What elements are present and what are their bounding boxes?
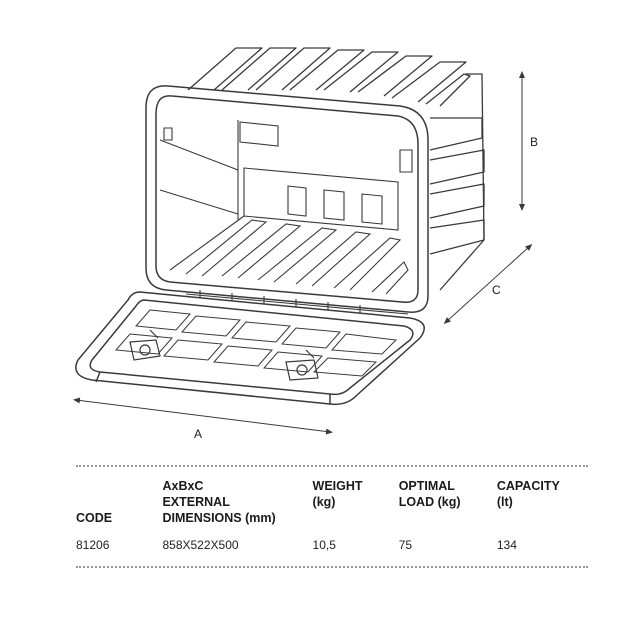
cell-capacity: 134 <box>496 538 517 552</box>
cell-optimal-load: 75 <box>398 538 413 552</box>
table-row: 81206 858X522X500 10,5 75 134 <box>76 526 588 552</box>
dimension-c: C <box>443 243 533 325</box>
header-optimal-load: OPTIMAL LOAD (kg) <box>398 479 461 509</box>
box-front-frame <box>145 85 429 313</box>
dimension-b-label: B <box>530 135 538 149</box>
header-weight: WEIGHT (kg) <box>312 479 363 509</box>
cell-code: 81206 <box>76 538 110 552</box>
dimension-b: B <box>519 71 538 211</box>
table-top-rule <box>76 465 588 467</box>
spec-table-header-row: CODE AxBxC EXTERNAL DIMENSIONS (mm) WEIG… <box>76 478 588 526</box>
lid-latch-right <box>285 349 319 381</box>
cell-weight: 10,5 <box>312 538 336 552</box>
lid-inner-ribs <box>114 309 398 377</box>
cell-dimensions: 858X522X500 <box>162 538 239 552</box>
hinge <box>185 290 409 315</box>
lid-latch-left <box>129 329 161 361</box>
box-interior <box>159 120 413 295</box>
dimension-c-label: C <box>492 283 501 297</box>
dimension-a: A <box>73 397 333 441</box>
dimension-a-label: A <box>194 427 202 441</box>
header-dimensions: AxBxC EXTERNAL DIMENSIONS (mm) <box>162 479 276 525</box>
spec-table: CODE AxBxC EXTERNAL DIMENSIONS (mm) WEIG… <box>76 478 588 552</box>
box-body <box>187 47 485 291</box>
header-code: CODE <box>76 511 113 525</box>
toolbox-drawing: A B C <box>73 47 538 441</box>
header-capacity: CAPACITY (lt) <box>496 479 560 509</box>
table-bottom-rule <box>76 566 588 568</box>
